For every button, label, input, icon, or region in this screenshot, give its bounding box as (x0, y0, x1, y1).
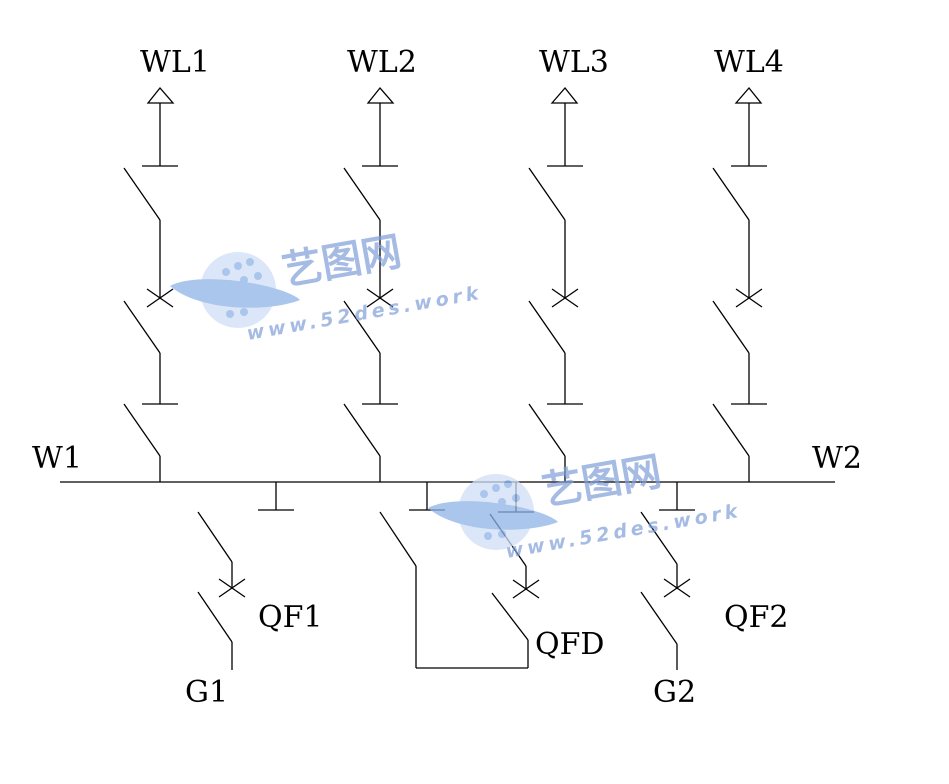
label-wl1: WL1 (140, 45, 210, 80)
globe-logo-icon (170, 252, 300, 328)
label-qf2: QF2 (724, 600, 789, 635)
label-g1: G1 (185, 675, 228, 710)
feeder-wl1 (123, 86, 178, 482)
label-wl3: WL3 (539, 45, 609, 80)
watermark-2: 艺图网 www.52des.work (428, 449, 743, 563)
arrow-up-icon (366, 86, 395, 104)
label-w2: W2 (812, 441, 862, 476)
feeder-wl2 (343, 86, 398, 482)
label-wl4: WL4 (714, 45, 784, 80)
feeder-wl4 (712, 86, 767, 482)
breaker-cross-icon (735, 288, 763, 308)
globe-logo-icon (428, 474, 558, 550)
arrow-up-icon (734, 86, 763, 104)
breaker-cross-icon (146, 288, 174, 308)
branch-g1 (197, 482, 294, 670)
breaker-cross-icon (366, 288, 394, 308)
watermark-1: 艺图网 www.52des.work (170, 229, 484, 345)
branch-g2 (640, 482, 695, 670)
label-g2: G2 (653, 675, 696, 710)
feeder-wl3 (528, 86, 583, 482)
watermark-url: www.52des.work (504, 500, 743, 563)
arrow-up-icon (146, 86, 175, 104)
label-wl2: WL2 (347, 45, 417, 80)
label-w1: W1 (32, 441, 82, 476)
breaker-cross-icon (218, 578, 246, 598)
breaker-cross-icon (551, 288, 579, 308)
watermark-cn: 艺图网 (539, 449, 665, 515)
watermark-cn: 艺图网 (279, 229, 405, 295)
label-qfd: QFD (535, 627, 604, 662)
arrow-up-icon (550, 86, 579, 104)
label-qf1: QF1 (258, 600, 323, 635)
breaker-cross-icon (663, 578, 691, 598)
